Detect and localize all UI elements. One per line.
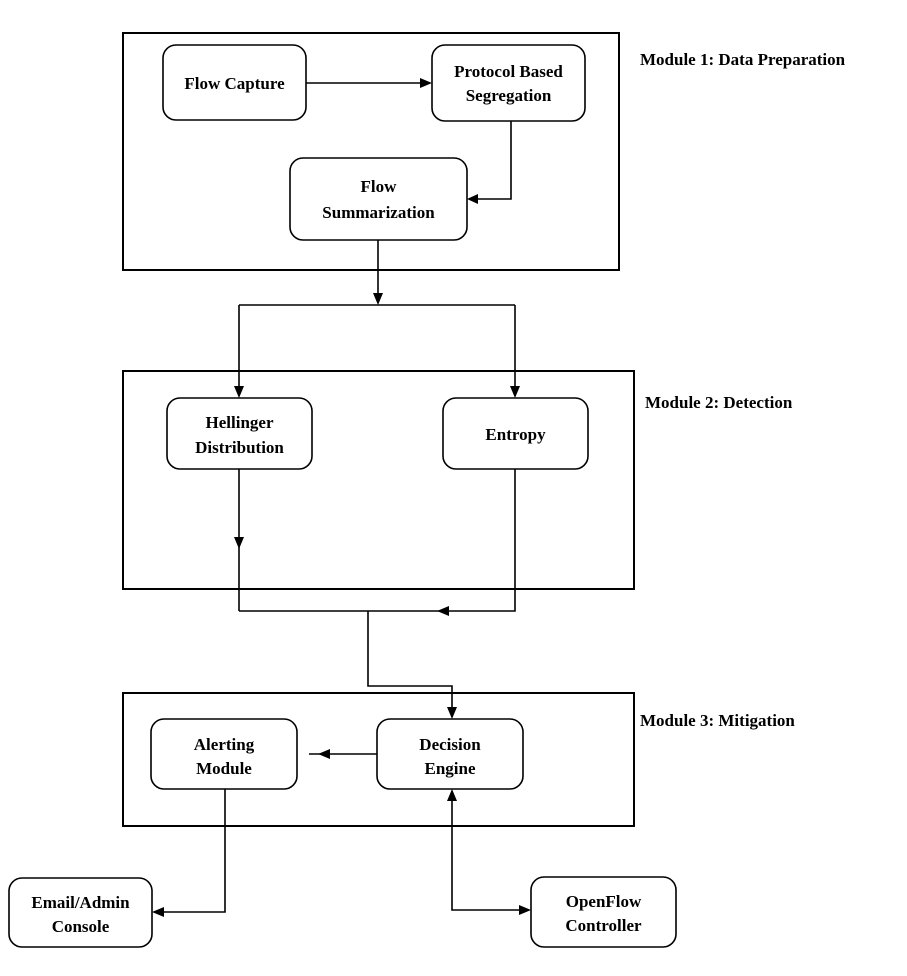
node-label: Entropy <box>485 425 546 444</box>
edge-decision-to-openflow <box>451 800 519 911</box>
node-label: Distribution <box>195 438 284 457</box>
arrowhead <box>467 194 478 204</box>
arrowhead <box>519 905 531 915</box>
arrowhead <box>152 907 164 917</box>
arrowhead <box>447 707 457 719</box>
edge-merge-to-decision <box>367 611 453 708</box>
node-label: Hellinger <box>206 413 274 432</box>
node-label: Alerting <box>194 735 255 754</box>
arrowhead <box>234 386 244 398</box>
node-label: Controller <box>565 916 642 935</box>
edge-entropy-to-merge <box>239 469 516 612</box>
node-protocol-based-segregation: Protocol Based Segregation <box>431 44 586 122</box>
arrowhead <box>447 789 457 801</box>
node-label: Console <box>52 917 110 936</box>
node-label: Flow <box>361 177 398 196</box>
module-3-label: Module 3: Mitigation <box>640 711 795 730</box>
node-label: Engine <box>424 759 475 778</box>
arrowhead <box>373 293 383 305</box>
node-email-admin-console: Email/Admin Console <box>8 877 153 948</box>
module-3-frame <box>122 692 635 827</box>
module-1-frame <box>122 32 620 271</box>
node-hellinger-distribution: Hellinger Distribution <box>166 397 313 470</box>
edges <box>152 78 531 917</box>
arrowhead <box>234 537 244 549</box>
node-flow-summarization: Flow Summarization <box>289 157 468 241</box>
node-entropy: Entropy <box>442 397 589 470</box>
edge-alerting-to-email <box>163 789 226 913</box>
node-label: Protocol Based <box>454 62 563 81</box>
edge-segregation-to-summarization <box>478 121 512 200</box>
module-2-label: Module 2: Detection <box>645 393 793 412</box>
node-flow-capture: Flow Capture <box>162 44 307 121</box>
node-label: Decision <box>419 735 481 754</box>
arrowhead <box>510 386 520 398</box>
arrowhead <box>437 606 449 616</box>
node-openflow-controller: OpenFlow Controller <box>530 876 677 948</box>
node-label: Segregation <box>466 86 552 105</box>
arrowhead <box>420 78 432 88</box>
node-label: OpenFlow <box>566 892 642 911</box>
node-alerting-module: Alerting Module <box>150 718 298 790</box>
node-label: Module <box>196 759 252 778</box>
module-2-frame <box>122 370 635 590</box>
node-label: Summarization <box>322 203 435 222</box>
node-label: Flow Capture <box>184 74 285 93</box>
arrowhead <box>318 749 330 759</box>
node-label: Email/Admin <box>31 893 130 912</box>
node-decision-engine: Decision Engine <box>376 718 524 790</box>
module-1-label: Module 1: Data Preparation <box>640 50 846 69</box>
